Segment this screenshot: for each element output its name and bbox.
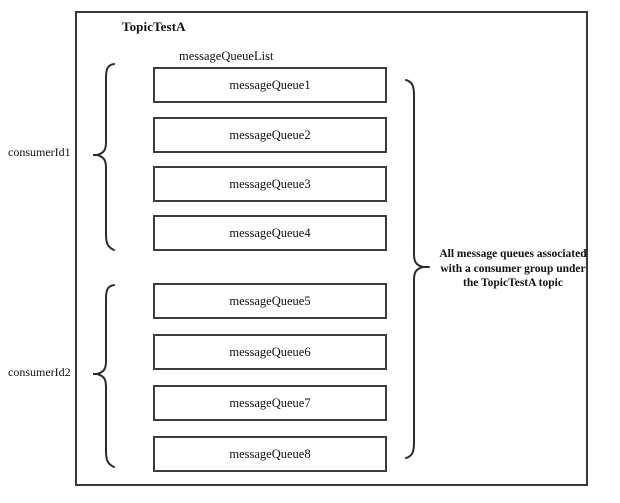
brace-all-queues — [400, 76, 430, 462]
message-queue-label: messageQueue1 — [229, 77, 311, 92]
message-queue-label: messageQueue7 — [229, 395, 311, 410]
annotation-line-1: All message queues associated — [439, 248, 587, 260]
consumer-group-label-1: consumerId1 — [8, 145, 71, 159]
message-queue-box[interactable]: messageQueue6 — [153, 334, 387, 370]
message-queue-box[interactable]: messageQueue3 — [153, 166, 387, 202]
message-queue-label: messageQueue5 — [229, 293, 311, 308]
topic-title: TopicTestA — [122, 19, 186, 34]
consumer-group-label-2: consumerId2 — [8, 365, 71, 379]
message-queue-label: messageQueue4 — [229, 225, 311, 240]
message-queue-label: messageQueue2 — [229, 127, 311, 142]
message-queue-label: messageQueue6 — [229, 344, 311, 359]
message-queue-box[interactable]: messageQueue4 — [153, 215, 387, 251]
brace-consumer-group-1 — [93, 60, 119, 254]
message-queue-box[interactable]: messageQueue5 — [153, 283, 387, 319]
annotation-line-3: the TopicTestA topic — [463, 277, 563, 289]
message-queue-label: messageQueue8 — [229, 446, 311, 461]
message-queue-list-label: messageQueueList — [179, 49, 274, 63]
message-queue-box[interactable]: messageQueue2 — [153, 117, 387, 153]
message-queue-label: messageQueue3 — [229, 176, 311, 191]
annotation-all-queues: All message queues associated with a con… — [437, 247, 589, 291]
brace-consumer-group-2 — [93, 281, 119, 471]
message-queue-box[interactable]: messageQueue1 — [153, 67, 387, 103]
annotation-line-2: with a consumer group under — [440, 262, 586, 275]
message-queue-box[interactable]: messageQueue8 — [153, 436, 387, 472]
message-queue-box[interactable]: messageQueue7 — [153, 385, 387, 421]
